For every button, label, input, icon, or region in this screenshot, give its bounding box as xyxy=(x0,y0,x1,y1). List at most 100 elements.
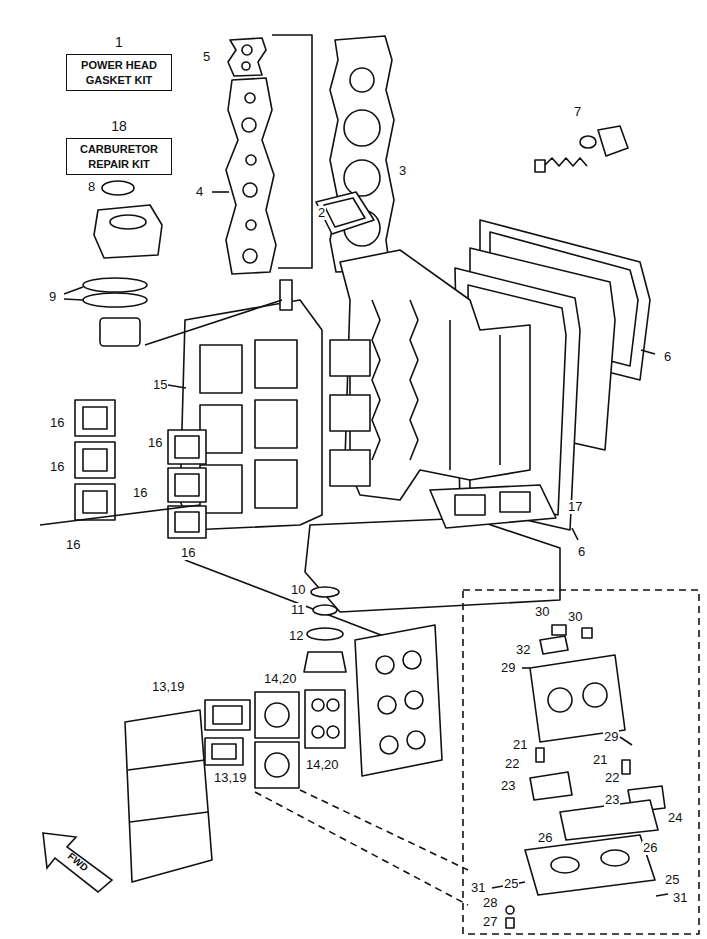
intake-manifold-part xyxy=(378,696,396,714)
upper-housing xyxy=(64,181,282,346)
callout-number: 14,20 xyxy=(263,672,298,686)
crankcase-part xyxy=(255,400,297,448)
reed-valves-part xyxy=(40,505,200,525)
carburetors xyxy=(255,692,299,788)
crankcase xyxy=(168,300,322,530)
callout-number: 6 xyxy=(663,350,672,364)
kit-name: CARBURETOR REPAIR KIT xyxy=(66,138,172,176)
crankshaft-part xyxy=(349,431,351,450)
crankshaft xyxy=(280,280,370,486)
direction-arrow: FWD xyxy=(40,830,116,894)
cylinder-block-part xyxy=(372,300,380,460)
carburetor-detail-part xyxy=(601,850,629,866)
cover-gasket-part xyxy=(242,118,256,132)
crankshaft-part xyxy=(330,450,370,486)
callout-number: 28 xyxy=(482,896,498,910)
intake-manifold-part xyxy=(405,691,423,709)
callout-number: 30 xyxy=(567,610,583,624)
callout-number: 6 xyxy=(577,545,586,559)
upper-housing-part xyxy=(64,287,83,294)
reed-valves-part xyxy=(83,407,107,429)
detail-frame-part xyxy=(255,792,468,905)
exhaust-covers-part xyxy=(572,528,578,540)
reed-valves-part xyxy=(168,430,206,464)
small-gasket xyxy=(316,192,374,234)
silencer-part xyxy=(130,812,208,822)
callout-number: 16 xyxy=(65,538,81,552)
carburetors-part xyxy=(265,703,289,727)
crankshaft-part xyxy=(330,395,370,431)
upper-housing-part xyxy=(102,181,134,195)
callout-number: 2 xyxy=(317,206,326,220)
silencer-part xyxy=(205,738,243,765)
callout-number: 16 xyxy=(49,416,65,430)
crankcase-part xyxy=(168,385,186,388)
reed-valves-part xyxy=(83,491,107,513)
detail-frame-part xyxy=(300,790,468,870)
reed-valves-part xyxy=(168,506,206,538)
arrow-outline xyxy=(43,833,112,892)
carburetor-detail-part xyxy=(506,918,514,928)
callout-number: 23 xyxy=(500,779,516,793)
carburetors-part xyxy=(255,742,299,788)
cover-gasket-part xyxy=(245,93,255,103)
callout-number: 26 xyxy=(642,841,658,855)
callout-number: 4 xyxy=(195,185,204,199)
carburetor-detail-part xyxy=(622,760,630,774)
reed-valves-part xyxy=(175,436,199,458)
detail-frame xyxy=(255,590,699,934)
base-gaskets-part xyxy=(313,605,337,615)
kit-box: 18CARBURETOR REPAIR KIT xyxy=(66,118,172,175)
top-gasket-part xyxy=(228,38,266,76)
intake-manifold-part xyxy=(376,656,394,674)
callout-number: 12 xyxy=(288,629,304,643)
bracket-line xyxy=(272,35,312,268)
top-gasket-part xyxy=(242,45,252,55)
upper-housing-part xyxy=(100,318,140,346)
detail-frame-part xyxy=(463,590,699,934)
cover-gasket-part xyxy=(212,191,229,193)
callout-number: 13,19 xyxy=(213,771,248,785)
callout-number: 22 xyxy=(604,771,620,785)
callout-number: 32 xyxy=(515,643,531,657)
base-gaskets-part xyxy=(305,518,560,612)
silencer-part xyxy=(212,744,236,759)
intake-manifold-part xyxy=(407,731,425,749)
cover-gasket-part xyxy=(226,78,276,274)
callout-number: 16 xyxy=(180,546,196,560)
cylinder-block-part xyxy=(449,320,451,470)
callout-number: 30 xyxy=(534,605,550,619)
upper-housing-part xyxy=(83,293,147,307)
carburetor-detail-part xyxy=(551,857,579,873)
carburetors-part xyxy=(255,692,299,738)
carburetors-part xyxy=(265,753,289,777)
callout-number: 15 xyxy=(152,378,168,392)
reed-valves-part xyxy=(175,512,199,532)
callout-number: 27 xyxy=(482,915,498,929)
callout-number: 25 xyxy=(503,877,519,891)
carburetor-detail-part xyxy=(552,625,566,635)
thermostat-part xyxy=(580,136,596,148)
upper-housing-part xyxy=(145,300,282,345)
callout-number: 10 xyxy=(290,583,306,597)
bracket-line-part xyxy=(272,35,312,268)
callout-number: 16 xyxy=(49,460,65,474)
kit-box: 1POWER HEAD GASKET KIT xyxy=(66,34,172,91)
callout-number: 5 xyxy=(202,50,211,64)
carburetor-detail-part xyxy=(506,906,514,914)
small-gasket-part xyxy=(316,192,374,234)
base-gaskets-part xyxy=(307,628,343,640)
head-gasket xyxy=(330,36,394,272)
callout-number: 7 xyxy=(573,105,582,119)
crankcase-part xyxy=(200,345,242,393)
upper-housing-part xyxy=(110,215,146,229)
silencer-part xyxy=(205,700,250,730)
callout-number: 17 xyxy=(567,500,583,514)
head-gasket-part xyxy=(350,68,374,92)
silencer-part xyxy=(128,760,205,770)
thermostat-part xyxy=(545,158,587,166)
thermostat xyxy=(535,126,628,172)
carburetor-detail-part xyxy=(540,636,568,654)
base-gaskets-part xyxy=(430,485,556,528)
callout-number: 3 xyxy=(398,164,407,178)
